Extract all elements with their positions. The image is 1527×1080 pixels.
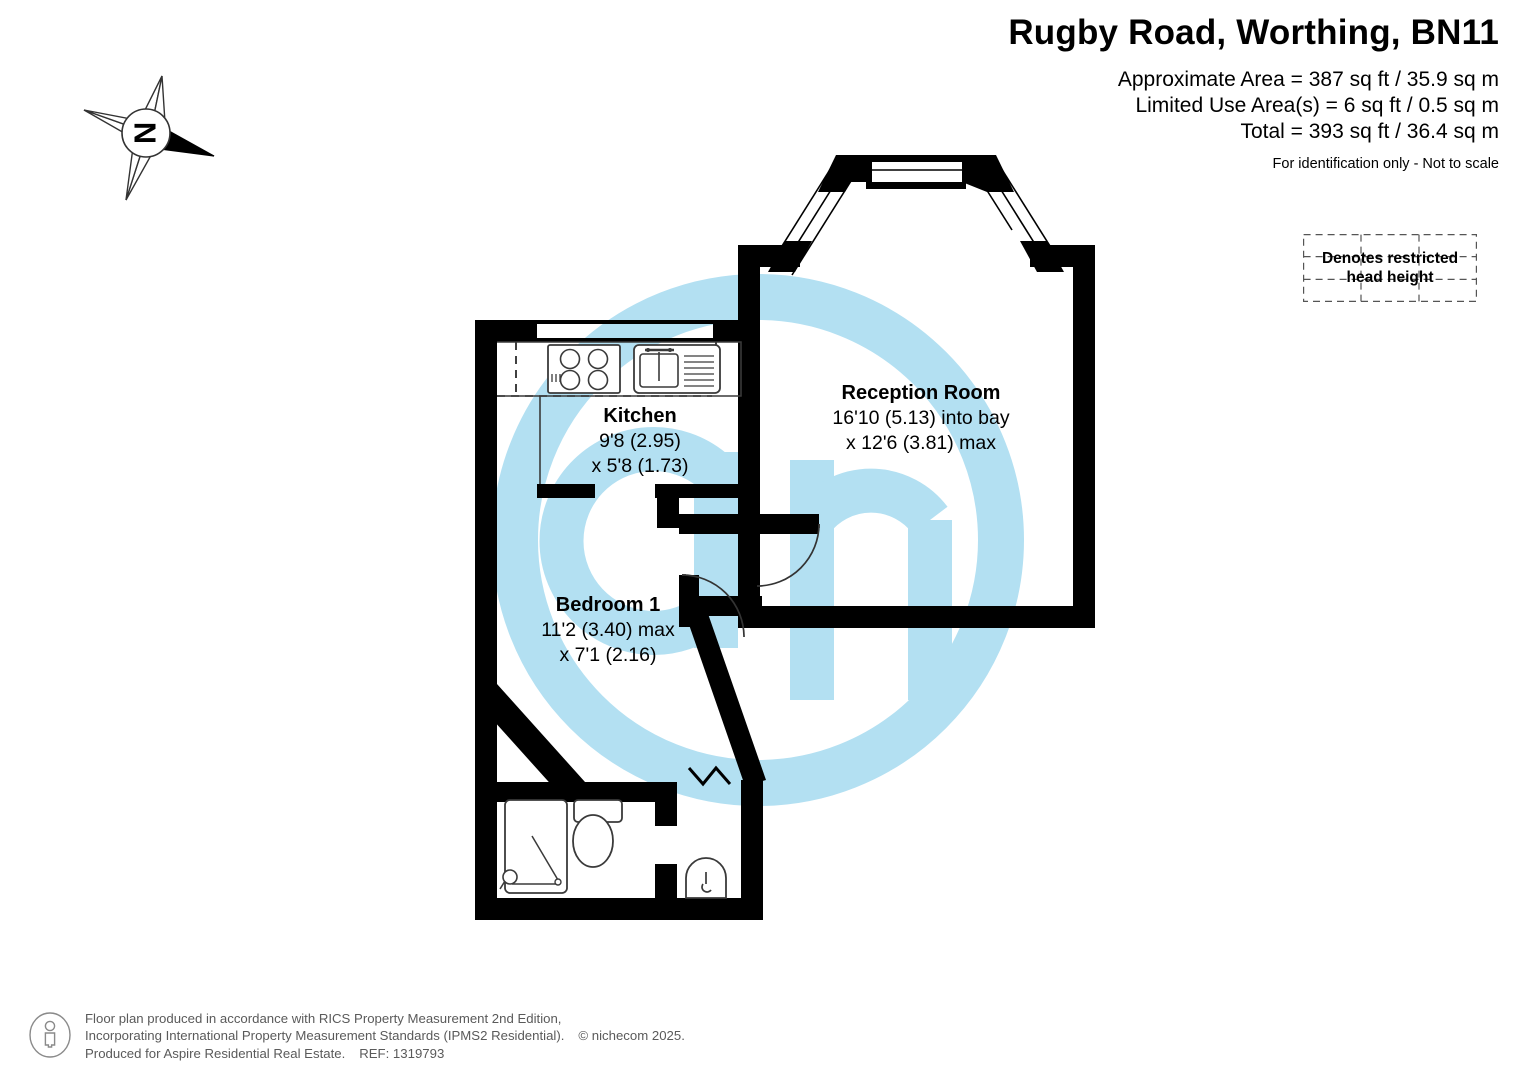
door-swing: [681, 523, 820, 638]
room-label-bedroom-1: Bedroom 1 11'2 (3.40) max x 7'1 (2.16): [496, 592, 720, 668]
footer-reference: REF: 1319793: [359, 1045, 445, 1061]
footer-line-1: Floor plan produced in accordance with R…: [85, 1010, 562, 1026]
bay-window-glazing: [771, 159, 1061, 276]
room-name-bedroom-1: Bedroom 1: [555, 594, 661, 616]
restricted-head-height-legend: Denotes restricted head height: [1303, 234, 1477, 302]
header: Rugby Road, Worthing, BN11 Approximate A…: [779, 13, 1499, 174]
approximate-area: Approximate Area = 387 sq ft / 35.9 sq m: [1117, 67, 1499, 91]
legend-dashed-grid: [1303, 234, 1477, 302]
wash-basin-icon: [685, 857, 727, 899]
room-dim-kitchen-2: x 5'8 (1.73): [591, 455, 689, 477]
footer-copyright: © nichecom 2025.: [578, 1028, 685, 1043]
wall-structure: [475, 155, 1095, 920]
room-label-reception-room: Reception Room 16'10 (5.13) into bay x 1…: [812, 380, 1030, 456]
room-dim-kitchen-1: 9'8 (2.95): [599, 430, 681, 452]
bathroom-door: [687, 765, 732, 787]
page-title: Rugby Road, Worthing, BN11: [1008, 13, 1499, 52]
legend-line-2: head height: [1346, 269, 1434, 286]
footer: Floor plan produced in accordance with R…: [28, 1010, 685, 1063]
wc-icon: [572, 799, 623, 868]
room-dim-reception-2: x 12'6 (3.81) max: [845, 432, 997, 454]
legend-line-1: Denotes restricted: [1321, 250, 1459, 267]
room-dim-bedroom-2: x 7'1 (2.16): [559, 644, 657, 666]
compass-north-label: N: [128, 122, 163, 144]
footer-line-3a: Produced for Aspire Residential Real Est…: [85, 1045, 346, 1061]
hob-icon: [547, 344, 621, 394]
room-name-reception-room: Reception Room: [841, 382, 1001, 404]
room-label-kitchen: Kitchen 9'8 (2.95) x 5'8 (1.73): [538, 403, 742, 479]
sink-icon: [633, 344, 721, 394]
shower-enclosure-icon: [499, 799, 568, 894]
info-person-icon: [29, 1011, 71, 1058]
kitchen-counter: [497, 341, 742, 484]
total-area: Total = 393 sq ft / 36.4 sq m: [1240, 119, 1499, 143]
compass-rose-icon: N: [83, 75, 215, 201]
room-dim-reception-1: 16'10 (5.13) into bay: [832, 407, 1010, 429]
limited-use-area: Limited Use Area(s) = 6 sq ft / 0.5 sq m: [1135, 93, 1499, 117]
room-name-kitchen: Kitchen: [603, 405, 677, 427]
room-dim-bedroom-1: 11'2 (3.40) max: [541, 619, 675, 641]
scale-disclaimer: For identification only - Not to scale: [1272, 155, 1499, 172]
footer-line-2a: Incorporating International Property Mea…: [85, 1028, 565, 1043]
